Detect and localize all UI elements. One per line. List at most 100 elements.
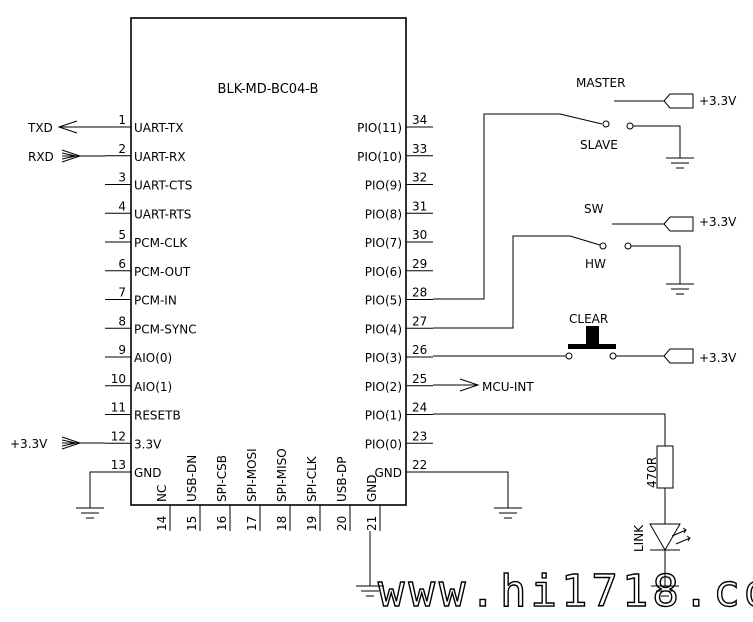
pin-number: 29 — [412, 257, 427, 271]
resistor-470r — [656, 445, 674, 489]
pin-label: PIO(1) — [365, 409, 402, 423]
vcc-left-port: +3.3V — [10, 436, 82, 451]
pin-label: PIO(8) — [365, 207, 402, 221]
vcc-sw-label: +3.3V — [699, 215, 737, 229]
mcu-int-label: MCU-INT — [482, 380, 534, 394]
clear-label: CLEAR — [569, 312, 608, 326]
pin-number: 33 — [412, 142, 427, 156]
pin-label: PIO(2) — [365, 380, 402, 394]
led-link-icon — [649, 523, 681, 552]
ground-symbol-pin21 — [356, 531, 384, 597]
pin-label: 3.3V — [134, 437, 162, 451]
resistor-label: 470R — [645, 457, 659, 488]
vcc-master-label: +3.3V — [699, 94, 737, 108]
pin-label: GND — [134, 466, 162, 480]
pin-number: 27 — [412, 314, 427, 328]
pin-number: 26 — [412, 343, 427, 357]
pin-number: 32 — [412, 171, 427, 185]
txd-label: TXD — [27, 121, 53, 135]
pin-label: PIO(7) — [365, 236, 402, 250]
pin-number: 19 — [305, 516, 319, 531]
pin-number: 4 — [118, 199, 126, 213]
pin-number: 11 — [111, 401, 126, 415]
pin-label: PIO(10) — [357, 150, 402, 164]
sw-label: SW — [584, 202, 604, 216]
pin-number: 17 — [245, 516, 259, 531]
pin-label: PCM-OUT — [134, 265, 191, 279]
pin-bottom-16: 16 SPI-CSB — [215, 455, 231, 531]
led-label: LINK — [632, 524, 646, 552]
pin-label: PIO(11) — [357, 121, 402, 135]
pin-label: PIO(9) — [365, 179, 402, 193]
pin-bottom-20: 20 USB-DP — [335, 457, 351, 531]
pin-number: 15 — [185, 516, 199, 531]
pin-label: AIO(0) — [134, 351, 172, 365]
ground-symbol-pin13 — [76, 471, 105, 519]
clear-pushbutton: CLEAR +3.3V — [433, 312, 737, 365]
slave-label: SLAVE — [580, 138, 618, 152]
pin-number: 3 — [118, 171, 126, 185]
vcc-flag-clear — [663, 348, 694, 364]
pin-number: 8 — [118, 314, 126, 328]
pin-number: 22 — [412, 458, 427, 472]
pin-number: 20 — [335, 516, 349, 531]
pin-number: 28 — [412, 286, 427, 300]
pin-label: UART-CTS — [134, 179, 192, 193]
txd-port: TXD — [27, 120, 78, 135]
pin-label: UART-TX — [134, 121, 183, 135]
pin-left-12: 12 3.3V — [105, 429, 162, 451]
pin-label: PIO(4) — [365, 322, 402, 336]
pin-number: 9 — [118, 343, 126, 357]
pin-label: USB-DP — [335, 457, 349, 502]
pin-number: 16 — [215, 516, 229, 531]
rxd-label: RXD — [28, 150, 54, 164]
hw-label: HW — [585, 257, 606, 271]
pin-label: USB-DN — [185, 455, 199, 502]
vcc-left-label: +3.3V — [10, 437, 48, 451]
pin-number: 30 — [412, 228, 427, 242]
module-name: BLK-MD-BC04-B — [218, 82, 319, 97]
pin-label: SPI-CSB — [215, 455, 229, 502]
rxd-port: RXD — [28, 149, 82, 164]
pin-number: 13 — [111, 458, 126, 472]
pin-label: SPI-CLK — [305, 455, 319, 502]
pin-label: UART-RTS — [134, 207, 191, 221]
pin-label: UART-RX — [134, 150, 186, 164]
master-slave-switch: MASTER SLAVE +3.3V — [433, 76, 737, 300]
pin-number: 18 — [275, 516, 289, 531]
pin-number: 21 — [365, 516, 379, 531]
pin-number: 2 — [118, 142, 126, 156]
pin-label: SPI-MISO — [275, 448, 289, 502]
pin-label: PCM-IN — [134, 294, 177, 308]
pin-number: 14 — [155, 516, 169, 531]
vcc-clear-label: +3.3V — [699, 351, 737, 365]
pin-number: 31 — [412, 199, 427, 213]
link-led-circuit: 470R LINK — [433, 413, 691, 597]
pin-number: 34 — [412, 113, 427, 127]
pin-number: 12 — [111, 429, 126, 443]
pin-label: GND — [374, 466, 402, 480]
pin-number: 7 — [118, 286, 126, 300]
